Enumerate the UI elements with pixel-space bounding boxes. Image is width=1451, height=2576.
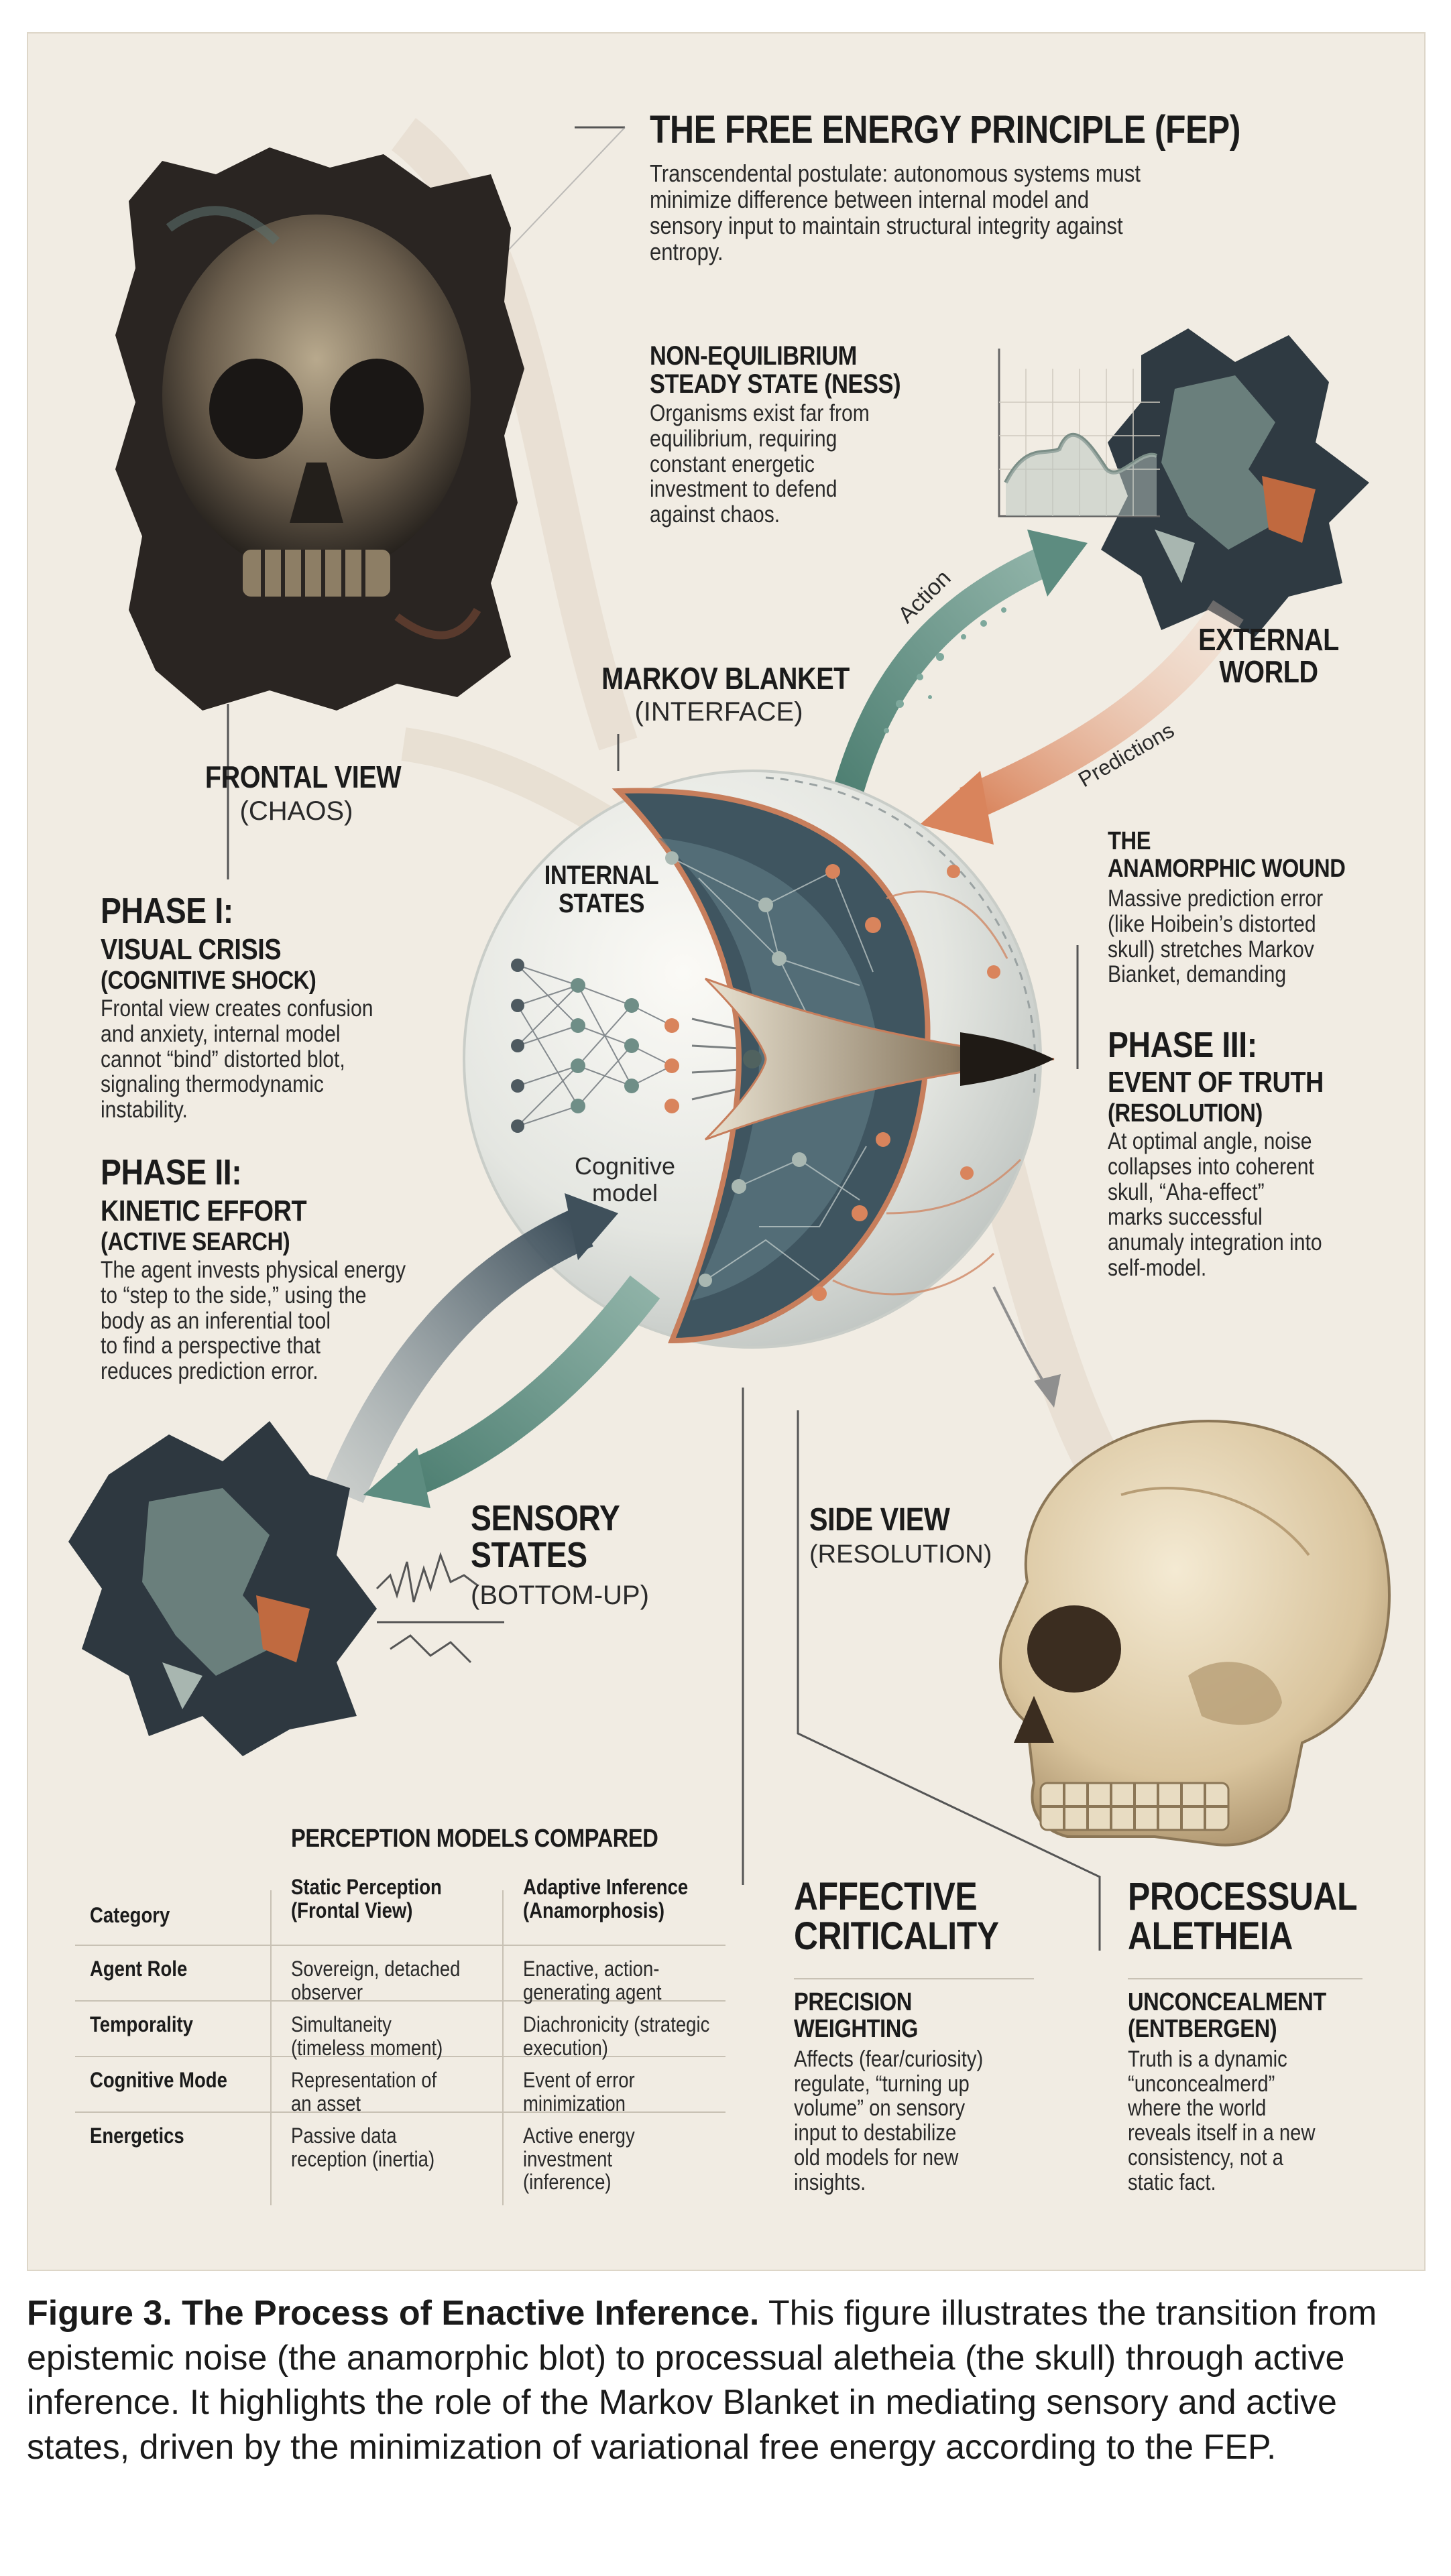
processual-subtitle: UNCONCEALMENT(ENTBERGEN) <box>1128 1988 1326 2043</box>
table-row-category: Agent Role <box>90 1957 188 1981</box>
phase3-title: PHASE III: <box>1108 1025 1257 1065</box>
table-cell-static: Passive data reception (inertia) <box>291 2124 435 2171</box>
phase3-subtitle2: (RESOLUTION) <box>1108 1099 1263 1127</box>
table-cell-static: Representation of an asset <box>291 2068 437 2115</box>
frontal-view-title: FRONTAL VIEW <box>205 759 402 794</box>
mini-chart-icon <box>998 349 1160 517</box>
phase3-subtitle: EVENT OF TRUTH <box>1108 1066 1324 1099</box>
signal-trace-icon <box>375 1552 504 1664</box>
table-row-category: Temporality <box>90 2012 193 2036</box>
markov-subtitle: (INTERFACE) <box>634 697 803 727</box>
neural-network-icon <box>511 959 753 1133</box>
table-cell-adaptive: Diachronicity (strategic execution) <box>523 2012 710 2060</box>
side-skull-image <box>999 1419 1391 1847</box>
table-cell-adaptive: Enactive, action-generating agent <box>523 1957 662 2004</box>
fep-description: Transcendental postulate: autonomous sys… <box>650 160 1141 265</box>
sensory-blot <box>68 1421 377 1756</box>
wound-description: Massive prediction error(like Hoibein’s … <box>1108 885 1324 988</box>
phase2-subtitle2: (ACTIVE SEARCH) <box>101 1228 290 1256</box>
diagram-artwork <box>68 118 1391 2205</box>
table-row-category: Energetics <box>90 2124 184 2148</box>
sensory-subtitle: (BOTTOM-UP) <box>471 1581 649 1610</box>
table-cell-static: Simultaneity (timeless moment) <box>291 2012 443 2060</box>
figure-caption: Figure 3. The Process of Enactive Infere… <box>27 2291 1428 2469</box>
table-row-category: Cognitive Mode <box>90 2068 227 2092</box>
phase2-subtitle: KINETIC EFFORT <box>101 1194 307 1227</box>
frontal-view-subtitle: (CHAOS) <box>239 796 353 826</box>
table-header-adaptive: Adaptive Inference (Anamorphosis) <box>523 1875 689 1922</box>
phase2-title: PHASE II: <box>101 1152 242 1192</box>
table-cell-adaptive: Active energy investment (inference) <box>523 2124 635 2195</box>
caption-bold: Figure 3. The Process of Enactive Infere… <box>27 2294 760 2333</box>
table-title: PERCEPTION MODELS COMPARED <box>291 1825 658 1853</box>
figure-panel: THE FREE ENERGY PRINCIPLE (FEP) Transcen… <box>27 32 1426 2271</box>
phase1-subtitle2: (COGNITIVE SHOCK) <box>101 967 316 995</box>
fep-title: THE FREE ENERGY PRINCIPLE (FEP) <box>650 108 1240 151</box>
table-header-category: Category <box>90 1903 170 1927</box>
affective-description: Affects (fear/curiosity)regulate, “turni… <box>794 2046 984 2195</box>
table-cell-adaptive: Event of error minimization <box>523 2068 635 2115</box>
frontal-skull-image <box>115 147 524 711</box>
side-view-subtitle: (RESOLUTION) <box>809 1540 992 1569</box>
external-world-blot <box>1101 328 1369 637</box>
table-cell-static: Sovereign, detached observer <box>291 1957 461 2004</box>
phase1-subtitle: VISUAL CRISIS <box>101 933 282 966</box>
processual-description: Truth is a dynamic“unconcealmerd”where t… <box>1128 2046 1316 2195</box>
table-gridlines <box>75 1890 726 2205</box>
side-view-title: SIDE VIEW <box>809 1502 950 1538</box>
table-header-static: Static Perception (Frontal View) <box>291 1875 442 1922</box>
markov-title: MARKOV BLANKET <box>601 661 850 696</box>
phase1-title: PHASE I: <box>101 891 233 931</box>
caption-text: This figure illustrates the transition f… <box>27 2294 1377 2467</box>
